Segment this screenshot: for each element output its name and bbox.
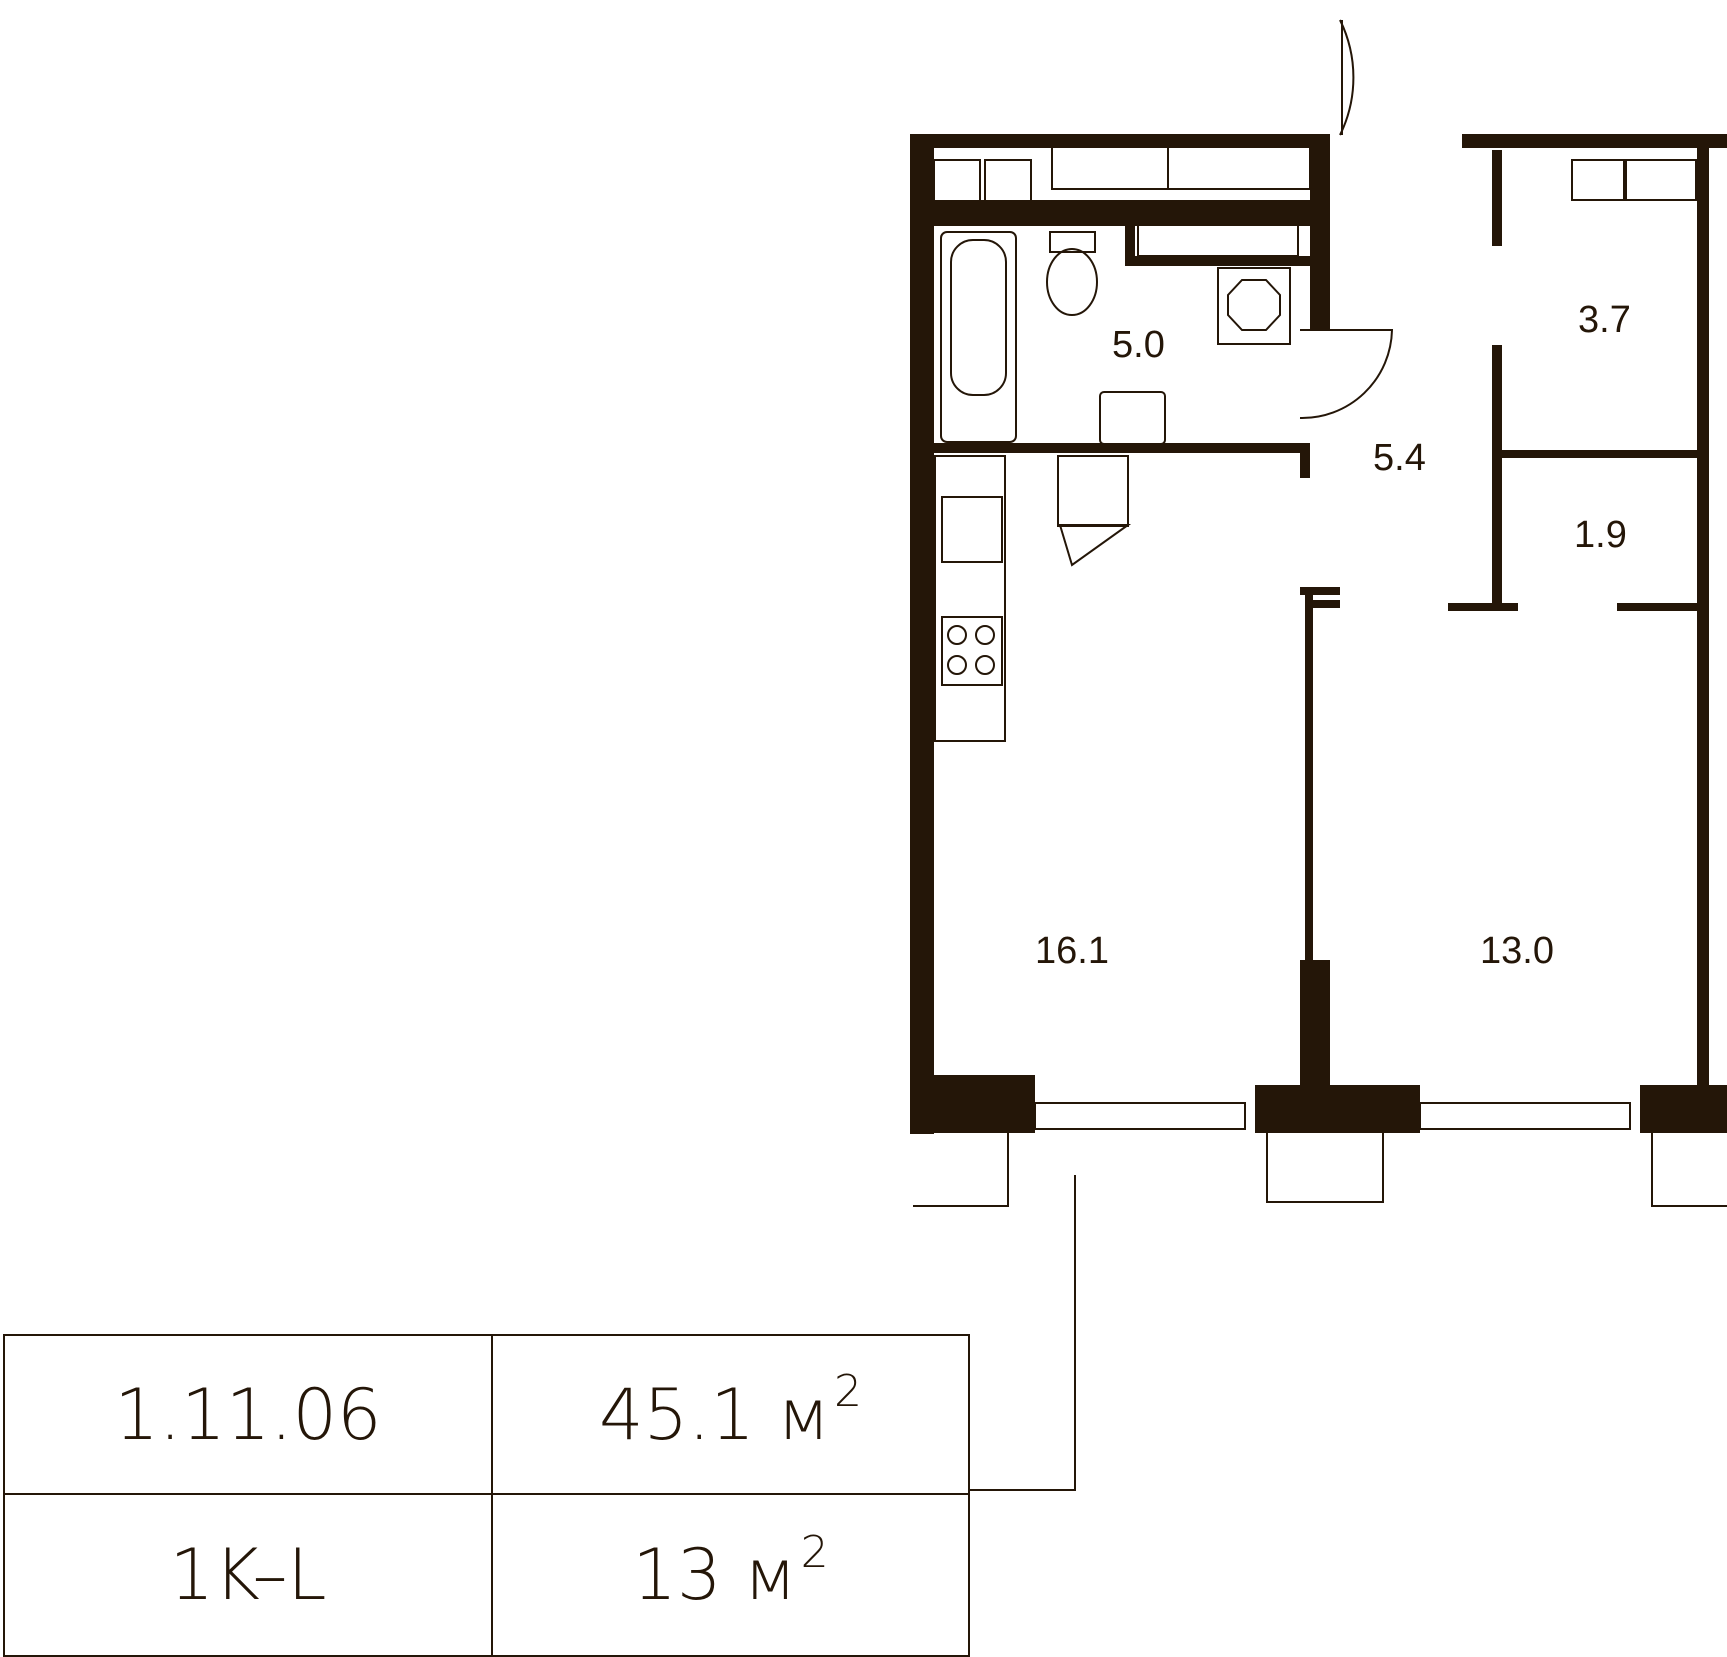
washing-machine: [1217, 267, 1291, 345]
window-kitchen: [1034, 1102, 1246, 1130]
toilet-tank: [1049, 231, 1096, 253]
total-area: 45.1 м2: [491, 1334, 970, 1495]
kitchen-sink: [941, 496, 1003, 563]
layout-type: 1K–L: [3, 1493, 493, 1657]
burner-1: [947, 625, 967, 645]
fixtures: [913, 19, 1727, 1491]
closet-e: [1571, 159, 1625, 201]
wall-partition-top: [1305, 600, 1340, 608]
window-bedroom: [1419, 1102, 1631, 1130]
wall-top-right: [1462, 134, 1727, 148]
room-labels: 5.0 5.4 3.7 1.9 16.1 13.0: [1035, 299, 1631, 972]
room-area-storage-lower: 1.9: [1574, 514, 1627, 556]
kitchen-stove: [941, 616, 1003, 686]
bathtub-inner: [950, 239, 1007, 396]
shelf-upper: [1137, 219, 1299, 257]
walls: [910, 134, 1727, 1134]
wall-right-top: [1492, 150, 1502, 246]
info-row-2: 1K–L 13 м2: [3, 1493, 970, 1657]
wall-bottom-mid: [1255, 1085, 1420, 1133]
wall-entry-stub: [1300, 587, 1340, 595]
wall-top-left: [910, 134, 1330, 148]
total-area-value: 45.1 м: [599, 1373, 830, 1456]
wall-storage-divider: [1496, 450, 1702, 458]
living-area: 13 м2: [491, 1493, 970, 1657]
living-area-value: 13 м: [632, 1534, 797, 1616]
room-area-bedroom: 13.0: [1480, 930, 1554, 972]
wall-storage-bottom-a: [1448, 603, 1518, 611]
info-row-1: 1.11.06 45.1 м2: [3, 1334, 970, 1495]
balcony-left: [913, 1133, 1009, 1207]
bath-sink: [1099, 391, 1166, 445]
living-area-unit-power: 2: [800, 1526, 829, 1578]
bathtub: [940, 231, 1017, 443]
wall-bath-right-low: [1300, 443, 1310, 478]
burner-3: [947, 655, 967, 675]
kitchen-counter: [934, 455, 1006, 742]
leader-line: [970, 1175, 1076, 1491]
fridge-door: [1058, 524, 1132, 567]
wall-partition-thin: [1305, 587, 1313, 962]
fridge: [1057, 455, 1129, 527]
room-area-kitchen-living: 16.1: [1035, 930, 1109, 972]
room-area-bathroom: 5.0: [1112, 324, 1165, 366]
room-area-hallway: 5.4: [1373, 437, 1426, 479]
burner-4: [975, 655, 995, 675]
wall-partition: [1300, 960, 1330, 1085]
closet-c: [1051, 146, 1169, 190]
wall-left-inner: [918, 280, 922, 1070]
wall-right-mid: [1492, 345, 1502, 610]
washer-drum: [1227, 279, 1281, 331]
closet-a: [933, 159, 981, 216]
closet-d: [1167, 146, 1311, 190]
wall-bath-notch-b: [1125, 256, 1315, 266]
closet-b: [984, 159, 1032, 216]
wall-bottom-left: [910, 1075, 1035, 1133]
wall-bottom-right: [1640, 1085, 1727, 1133]
bath-door-swing: [1299, 329, 1394, 420]
apartment-number: 1.11.06: [3, 1334, 493, 1495]
wall-bath-right: [1310, 134, 1330, 330]
wall-bath-notch: [1125, 220, 1135, 265]
entry-door-swing: [1339, 19, 1355, 136]
total-area-unit-power: 2: [833, 1366, 862, 1418]
wall-right-outer: [1697, 134, 1709, 1094]
burner-2: [975, 625, 995, 645]
toilet-bowl: [1046, 248, 1098, 316]
wall-bath-bottom: [934, 443, 1300, 453]
apartment-info-table: 1.11.06 45.1 м2 1K–L 13 м2: [3, 1334, 970, 1657]
closet-f: [1625, 159, 1697, 201]
balcony-right: [1651, 1133, 1727, 1207]
room-area-storage-upper: 3.7: [1578, 299, 1631, 341]
balcony-mid: [1266, 1133, 1384, 1203]
wall-storage-bottom-b: [1617, 603, 1702, 611]
